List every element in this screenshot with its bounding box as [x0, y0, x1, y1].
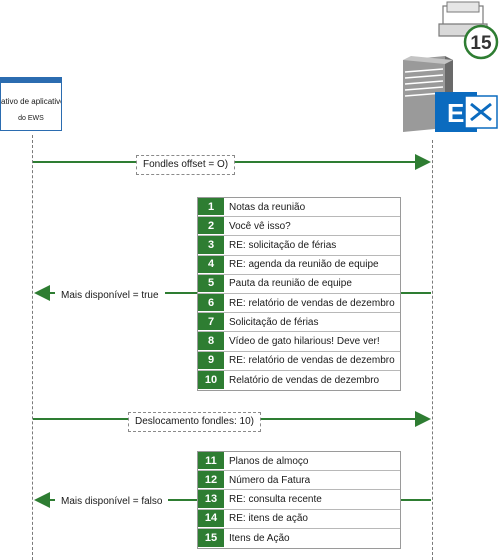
- item-subject: RE: solicitação de férias: [229, 239, 337, 251]
- item-number: 4: [198, 255, 224, 274]
- list-item: 6 RE: relatório de vendas de dezembro: [198, 293, 400, 314]
- ews-client-box: cativo de aplicativo do EWS: [0, 77, 62, 131]
- item-subject: RE: relatório de vendas de dezembro: [229, 355, 395, 367]
- list-item: 4 RE: agenda da reunião de equipe: [198, 255, 400, 275]
- item-number: 5: [198, 274, 224, 293]
- list-item: 13 RE: consulta recente: [198, 490, 400, 510]
- item-subject: RE: relatório de vendas de dezembro: [229, 297, 395, 309]
- message-batch-1: 1 Notas da reunião 2 Você vê isso? 3 RE: soli…: [197, 197, 401, 391]
- item-subject: Relatório de vendas de dezembro: [229, 374, 380, 386]
- response-1-label: Mais disponível = true: [55, 287, 165, 305]
- item-number: 12: [198, 471, 224, 490]
- list-item: 2 Você vê isso?: [198, 217, 400, 237]
- count-badge: [463, 24, 499, 60]
- request-2-label: Deslocamento fondles: 10): [128, 412, 261, 432]
- list-item: 15 Itens de Ação: [198, 528, 400, 548]
- client-box-header-bar: [1, 78, 61, 83]
- list-item: 11 Planos de almoço: [198, 452, 400, 472]
- item-number: 3: [198, 236, 224, 255]
- list-item: 5 Pauta da reunião de equipe: [198, 274, 400, 294]
- item-number: 7: [198, 313, 224, 332]
- list-item: 14 RE: itens de ação: [198, 509, 400, 529]
- list-item: 3 RE: solicitação de férias: [198, 236, 400, 256]
- item-subject: Notas da reunião: [229, 201, 306, 213]
- item-subject: Solicitação de férias: [229, 316, 319, 328]
- server-lifeline: [432, 140, 433, 560]
- exchange-server-icon: 15 E: [403, 1, 499, 132]
- item-number: 6: [198, 293, 224, 313]
- list-item: 8 Vídeo de gato hilarious! Deve ver!: [198, 332, 400, 352]
- item-subject: Itens de Ação: [229, 532, 290, 544]
- list-item: 1 Notas da reunião: [198, 198, 400, 218]
- item-subject: Você vê isso?: [229, 220, 291, 232]
- exchange-logo-icon: E: [435, 92, 498, 132]
- item-subject: RE: agenda da reunião de equipe: [229, 259, 379, 271]
- list-item: 12 Número da Fatura: [198, 471, 400, 491]
- item-subject: Número da Fatura: [229, 474, 311, 486]
- item-subject: Pauta da reunião de equipe: [229, 278, 352, 290]
- item-number: 9: [198, 351, 224, 370]
- list-item: 7 Solicitação de férias: [198, 313, 400, 333]
- client-lifeline: [32, 135, 33, 560]
- list-item: 9 RE: relatório de vendas de dezembro: [198, 351, 400, 371]
- item-number: 11: [198, 452, 224, 471]
- item-number: 13: [198, 490, 224, 509]
- item-subject: Planos de almoço: [229, 455, 309, 467]
- client-label-line2: do EWS: [18, 115, 44, 122]
- response-2-label: Mais disponível = falso: [55, 493, 169, 511]
- item-subject: RE: consulta recente: [229, 493, 322, 505]
- item-subject: Vídeo de gato hilarious! Deve ver!: [229, 335, 380, 347]
- item-number: 1: [198, 198, 224, 217]
- count-badge-text: 15: [470, 33, 492, 54]
- item-number: 14: [198, 509, 224, 528]
- item-number: 8: [198, 332, 224, 351]
- request-1-label: Fondles offset = O): [136, 155, 236, 175]
- item-number: 2: [198, 217, 224, 236]
- exchange-logo-letter: E: [447, 98, 464, 128]
- item-subject: RE: itens de ação: [229, 513, 308, 525]
- item-number: 10: [198, 370, 224, 390]
- item-number: 15: [198, 528, 224, 548]
- list-item: 10 Relatório de vendas de dezembro: [198, 370, 400, 390]
- client-label-line1: cativo de aplicativo: [0, 97, 62, 106]
